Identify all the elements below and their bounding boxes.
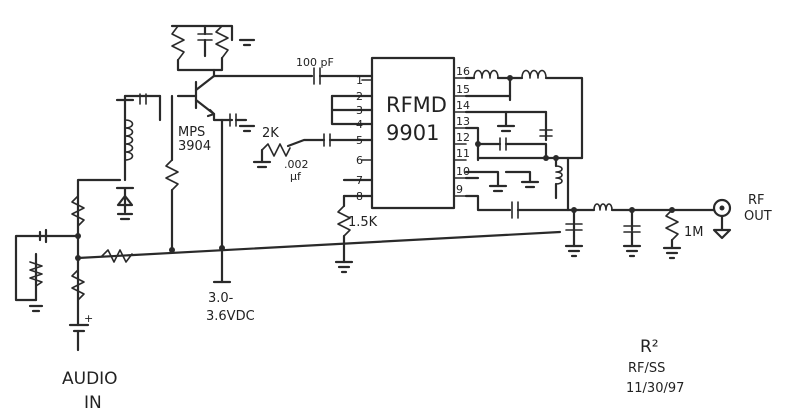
author-date: 11/30/97 xyxy=(626,381,684,396)
res-15k-label: 1.5K xyxy=(348,215,378,230)
pin-number: 4 xyxy=(356,118,363,131)
chip-name-line1: RFMD xyxy=(386,93,447,117)
cap-100pf-label: 100 pF xyxy=(296,56,334,69)
author-initials: R² xyxy=(640,337,659,357)
pin-number: 1 xyxy=(356,74,363,87)
pin-number: 8 xyxy=(356,190,363,203)
cap-002-label-line1: .002 xyxy=(284,158,309,171)
transistor-section xyxy=(165,24,374,284)
cap-002-label-line2: µf xyxy=(290,170,302,183)
chip-left-pin-numbers: 1 2 3 4 5 6 7 8 xyxy=(356,74,363,203)
pin-number: 9 xyxy=(456,183,463,196)
supply-label: 3.0- 3.6VDC xyxy=(206,291,255,324)
audio-tank-section xyxy=(115,93,162,221)
chip-right-pin-numbers: 16 15 14 13 12 11 10 9 xyxy=(456,65,470,196)
pin-number: 12 xyxy=(456,131,470,144)
pin-number: 14 xyxy=(456,99,470,112)
audio-in-label: AUDIO IN xyxy=(62,369,118,413)
transistor-label-line1: MPS xyxy=(178,125,205,140)
rf-out-label-line2: OUT xyxy=(744,209,772,224)
chip-label: RFMD 9901 xyxy=(386,93,447,145)
pin-number: 10 xyxy=(456,165,470,178)
rf-out-label: RF OUT xyxy=(744,193,772,224)
transistor-label-line2: 3904 xyxy=(178,139,211,154)
svg-text:+: + xyxy=(84,312,93,325)
res-1m-label: 1M xyxy=(684,225,704,240)
pin-number: 11 xyxy=(456,147,470,160)
chip-name-line2: 9901 xyxy=(386,121,439,145)
author-block: R² RF/SS 11/30/97 xyxy=(626,337,684,396)
component-labels: 100 pF MPS 3904 2K .002 µf 1.5K 1M xyxy=(178,56,704,240)
output-network-section xyxy=(464,69,716,260)
pin-number: 3 xyxy=(356,104,363,117)
main-bus-wire xyxy=(76,230,562,260)
pin-number: 13 xyxy=(456,115,470,128)
audio-in-label-line1: AUDIO xyxy=(62,369,118,389)
supply-label-line1: 3.0- xyxy=(208,291,234,306)
pin-number: 7 xyxy=(356,174,363,187)
pin-number: 15 xyxy=(456,83,470,96)
author-org: RF/SS xyxy=(628,361,665,376)
pin-number: 2 xyxy=(356,90,363,103)
supply-label-line2: 3.6VDC xyxy=(206,309,255,324)
rf-out-label-line1: RF xyxy=(748,193,765,208)
res-2k-label: 2K xyxy=(262,126,279,141)
pin-number: 16 xyxy=(456,65,470,78)
rfmd-9901-chip xyxy=(361,56,467,210)
audio-input-section: + xyxy=(14,178,133,352)
pin-number: 5 xyxy=(356,134,363,147)
rf-out-connector xyxy=(712,198,732,240)
pin-number: 6 xyxy=(356,154,363,167)
audio-in-label-line2: IN xyxy=(84,393,102,413)
